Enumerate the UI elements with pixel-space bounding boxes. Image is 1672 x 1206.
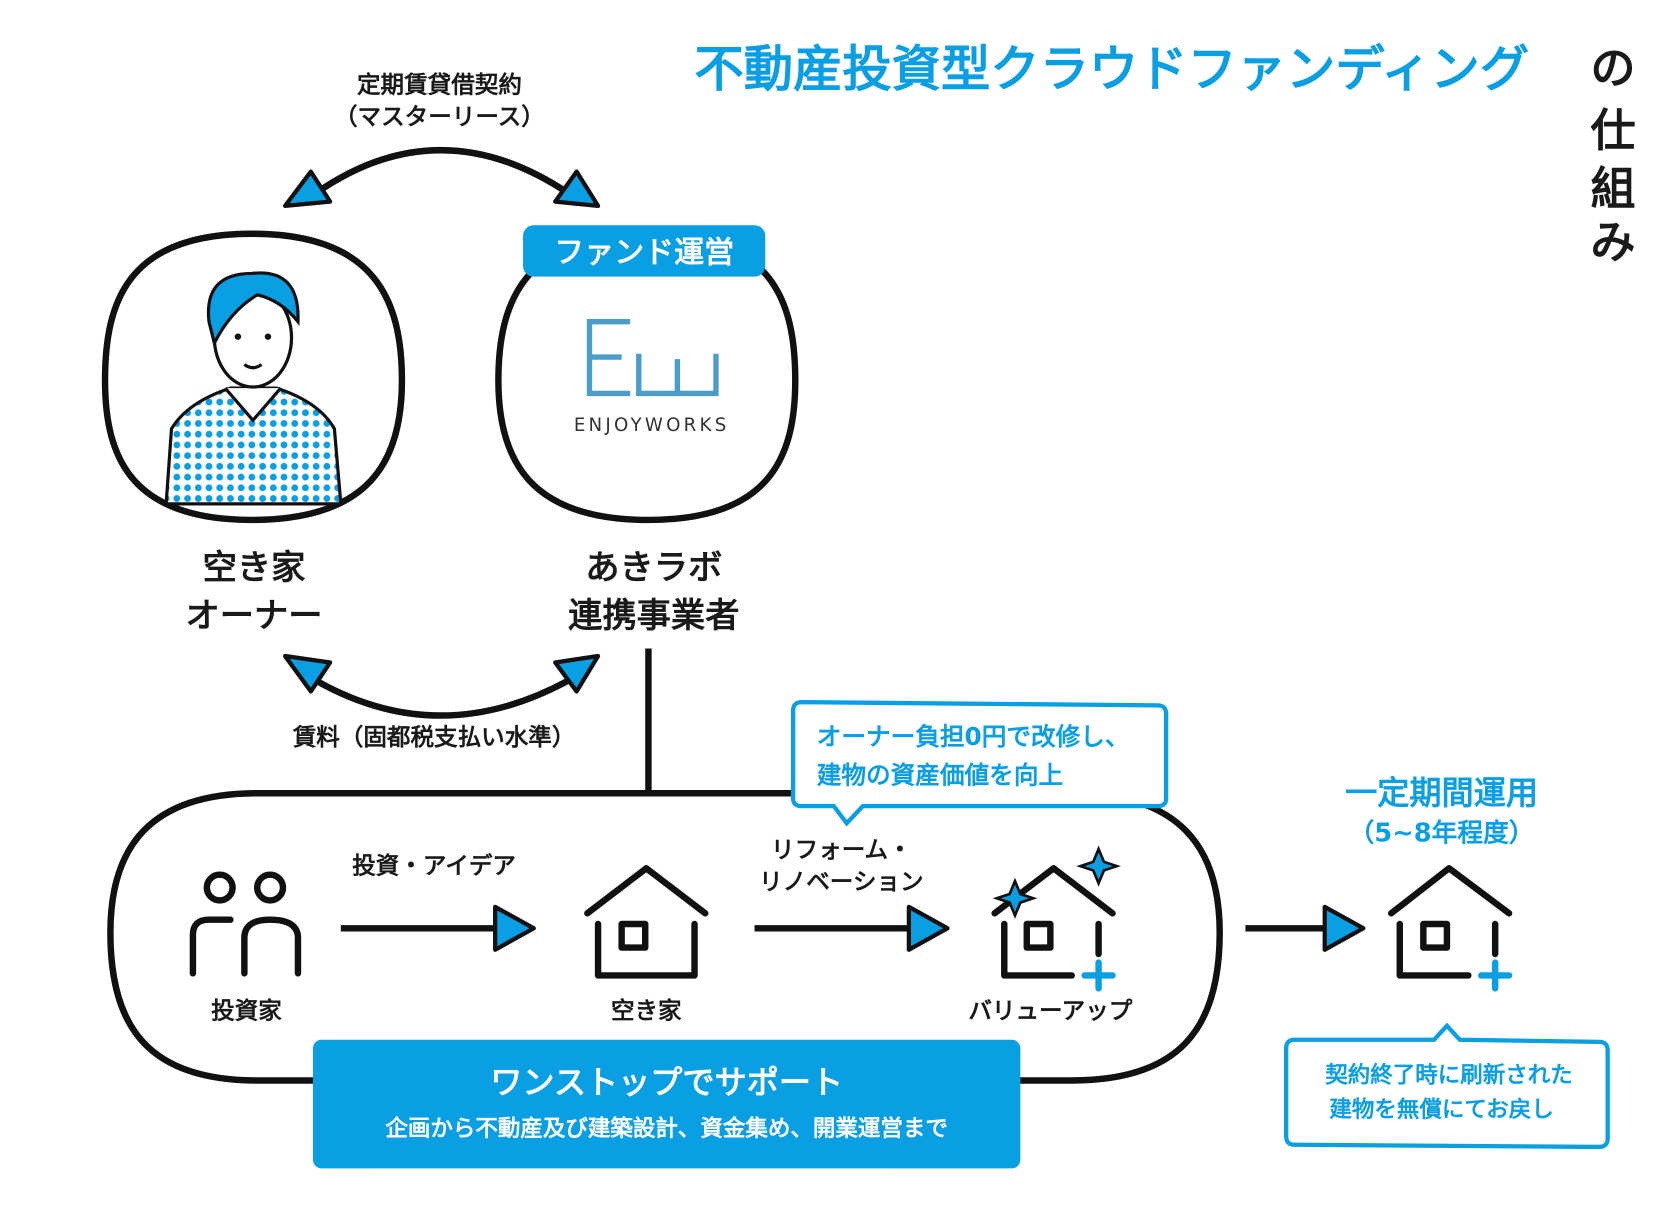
- enjoyworks-logo: [586, 318, 719, 397]
- flow-container: [107, 790, 1223, 1084]
- operation-period-title: 一定期間運用: [1345, 774, 1538, 812]
- renovation-callout-text-2: 建物の資産価値を向上: [817, 761, 1063, 790]
- support-box-title: ワンストップでサポート: [490, 1063, 843, 1101]
- sparkle-icon: [1076, 845, 1122, 887]
- return-callout-text-2: 建物を無償にてお戻し: [1329, 1096, 1553, 1123]
- sparkle-icon: [992, 877, 1038, 919]
- owner-label: 空き家: [203, 548, 307, 588]
- renovation-callout: [790, 699, 1169, 827]
- title-horizontal: 不動産投資型クラウドファンディング: [695, 40, 1530, 98]
- arrowhead-icon: [282, 169, 333, 209]
- title-vertical-char: 仕: [1591, 104, 1636, 157]
- support-box: [312, 1039, 1021, 1169]
- title-vertical-char: 組: [1591, 162, 1636, 215]
- top-arrow-label-sub: （マスターリース）: [334, 102, 545, 130]
- operator-label-2: 連携事業者: [568, 596, 739, 636]
- arrowhead-icon: [282, 653, 333, 694]
- value-up-label: バリューアップ: [968, 996, 1132, 1024]
- investor-label: 投資家: [211, 996, 282, 1024]
- operator-bubble: [495, 230, 799, 524]
- arrowhead-icon: [553, 169, 601, 209]
- value-up-house-icon: [991, 845, 1122, 992]
- operation-period-duration: （5~8年程度）: [1349, 817, 1535, 848]
- vacant-house-label: 空き家: [611, 996, 682, 1024]
- title-vertical: の 仕 組 み: [1591, 42, 1636, 269]
- arrowhead-icon: [1322, 904, 1366, 952]
- bottom-arrow-label: 賃料（固都税支払い水準）: [292, 723, 576, 751]
- arrowhead-icon: [906, 904, 950, 952]
- returned-house-icon: [1387, 865, 1513, 992]
- return-callout-text: 契約終了時に刷新された: [1324, 1062, 1573, 1089]
- owner-bubble: [101, 230, 406, 524]
- arrowhead-icon: [493, 904, 536, 952]
- title-vertical-char: み: [1591, 215, 1636, 268]
- owner-avatar-icon: [164, 271, 343, 506]
- support-box-subtitle: 企画から不動産及び建築設計、資金集め、開業運営まで: [385, 1115, 948, 1142]
- title-vertical-char: の: [1591, 42, 1636, 95]
- vacant-house-icon: [584, 865, 709, 979]
- operator-label: あきラボ: [585, 548, 722, 588]
- renovation-callout-text: オーナー負担0円で改修し、: [817, 722, 1130, 751]
- top-arrow-label: 定期賃貸借契約: [357, 70, 522, 98]
- arrow2-label-2: リノベーション: [759, 868, 923, 896]
- fund-operation-badge-label: ファンド運営: [554, 236, 734, 271]
- bottom-curved-arrow: [312, 677, 572, 719]
- top-curved-arrow: [312, 147, 572, 197]
- enjoyworks-logo-text: ENJOYWORKS: [574, 415, 730, 436]
- investors-icon: [189, 871, 302, 977]
- arrow1-label: 投資・アイデア: [352, 852, 516, 880]
- owner-label-2: オーナー: [185, 596, 322, 636]
- fund-operation-badge: [523, 225, 766, 277]
- arrow2-label: リフォーム・: [771, 836, 912, 864]
- return-callout: [1284, 1022, 1610, 1150]
- arrowhead-icon: [553, 653, 601, 694]
